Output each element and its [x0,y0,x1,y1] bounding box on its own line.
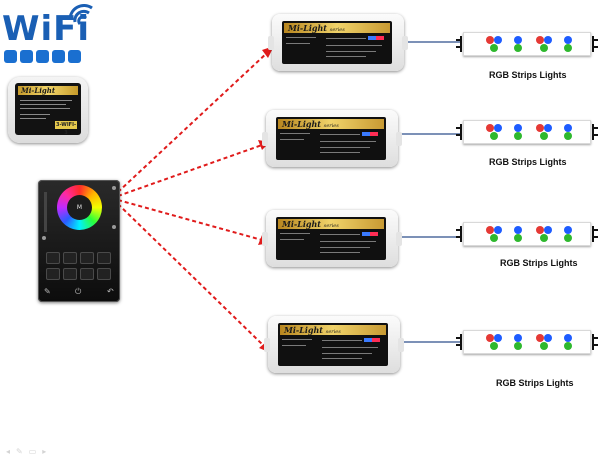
controller-series: series [323,123,339,129]
wifi-wordmark: WiFi [2,9,91,49]
feature-badge-icon [4,50,17,63]
led-controller: Mi-Light series [268,14,408,71]
wifi-bridge-device: Mi-Light 3-WIFI-3 [8,77,88,143]
color-wheel[interactable]: M [57,185,102,230]
feature-badge-icon [68,50,81,63]
wifi-logo: WiFi [2,0,107,75]
controller-brand: Mi-Light [288,23,327,33]
led-controller: Mi-Light series [262,110,402,167]
arrow-line-4 [117,203,265,347]
back-icon[interactable]: ↶ [107,287,114,296]
zone-button[interactable] [63,252,77,264]
zone-button[interactable] [46,268,60,280]
slide-toolbar: ◂ ✎ ▭ ▸ [6,447,46,456]
zone-button[interactable] [80,252,94,264]
strip-label: RGB Strips Lights [496,378,574,388]
strip-label: RGB Strips Lights [489,157,567,167]
strip-label: RGB Strips Lights [489,70,567,80]
rgb-strip [456,32,598,56]
pointer-icon[interactable]: ◂ [6,447,11,456]
zone-button[interactable] [63,268,77,280]
brightness-slider[interactable] [44,192,47,232]
controller-brand: Mi-Light [282,219,321,229]
controller-series: series [323,223,339,229]
bridge-tag: 3-WIFI-3 [55,121,77,135]
bridge-label-panel: Mi-Light 3-WIFI-3 [15,83,81,135]
zone-button[interactable] [80,268,94,280]
led-controller: Mi-Light series [262,210,402,267]
rgb-strip [456,330,598,354]
controller-label: Mi-Light series [278,323,388,366]
wifi-badges [4,50,81,63]
touch-panel-remote: M ✎ ⏻ ↶ [38,180,120,302]
arrow-line-2 [117,144,263,197]
controller-label: Mi-Light series [276,117,386,160]
feature-badge-icon [20,50,33,63]
controller-series: series [329,27,345,33]
menu-icon[interactable]: ▭ [28,447,37,456]
next-icon[interactable]: ▸ [42,447,47,456]
controller-series: series [325,329,341,335]
zone-button[interactable] [97,268,111,280]
bridge-brand: Mi-Light [18,86,78,95]
feature-badge-icon [52,50,65,63]
rgb-strip [456,120,598,144]
arrow-line-1 [117,51,269,193]
arrow-line-3 [117,199,263,241]
controller-label: Mi-Light series [282,21,392,64]
pen-icon[interactable]: ✎ [16,447,23,456]
zone-button[interactable] [97,252,111,264]
zone-button[interactable] [46,252,60,264]
power-icon[interactable]: ⏻ [75,287,82,296]
wifi-signal-icon [68,4,93,26]
feature-badge-icon [36,50,49,63]
controller-brand: Mi-Light [284,325,323,335]
controller-brand: Mi-Light [282,119,321,129]
strip-label: RGB Strips Lights [500,258,578,268]
pencil-icon[interactable]: ✎ [44,287,51,296]
mode-button[interactable]: M [67,195,92,220]
controller-label: Mi-Light series [276,217,386,260]
rgb-strip [456,222,598,246]
led-controller: Mi-Light series [264,316,404,373]
